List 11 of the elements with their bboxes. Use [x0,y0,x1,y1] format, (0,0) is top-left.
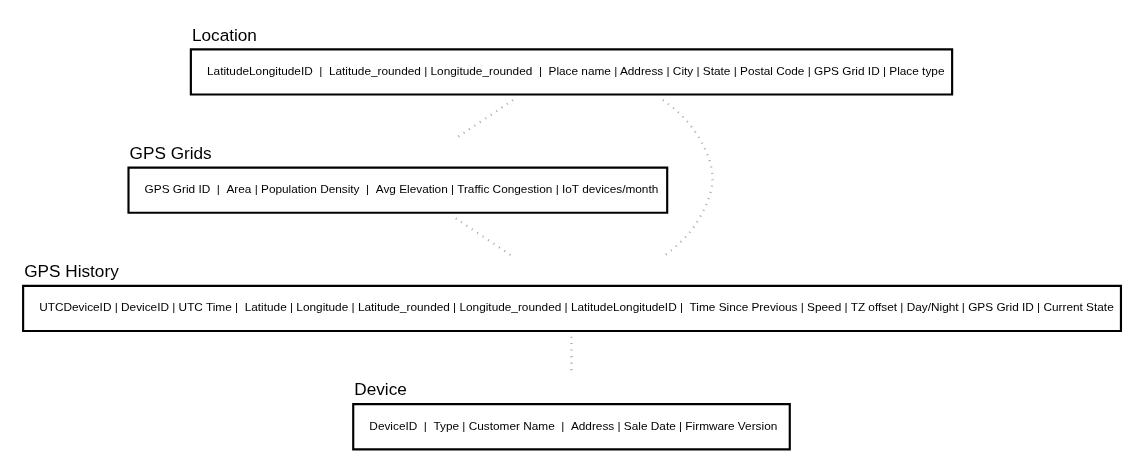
node-box: UTCDeviceID | DeviceID | UTC Time | Latitude | Longitude | Latitude_rounded | Longitude_rounded | LatitudeLongitudeID | Time Since Previous | Speed | TZ offset | Day/Night | GPS Grid ID | Current State [22,284,1123,333]
node-box: DeviceID | Type | Customer Name | Address | Sale Date | Firmware Version [352,403,791,451]
node-box: GPS Grid ID | Area | Population Density | Avg Elevation | Traffic Congestion | IoT devices/month [127,166,669,214]
connector [662,99,714,258]
connector [455,217,514,258]
connector [455,99,514,140]
node-label: GPS Grids [129,142,212,163]
node-box: LatitudeLongitudeID | Latitude_rounded | Longitude_rounded | Place name | Address | City | State | Postal Code | GPS Grid ID | Place type [189,48,954,96]
node-label: Device [354,379,407,400]
node-label: Location [191,24,257,45]
node-label: GPS History [24,261,119,282]
